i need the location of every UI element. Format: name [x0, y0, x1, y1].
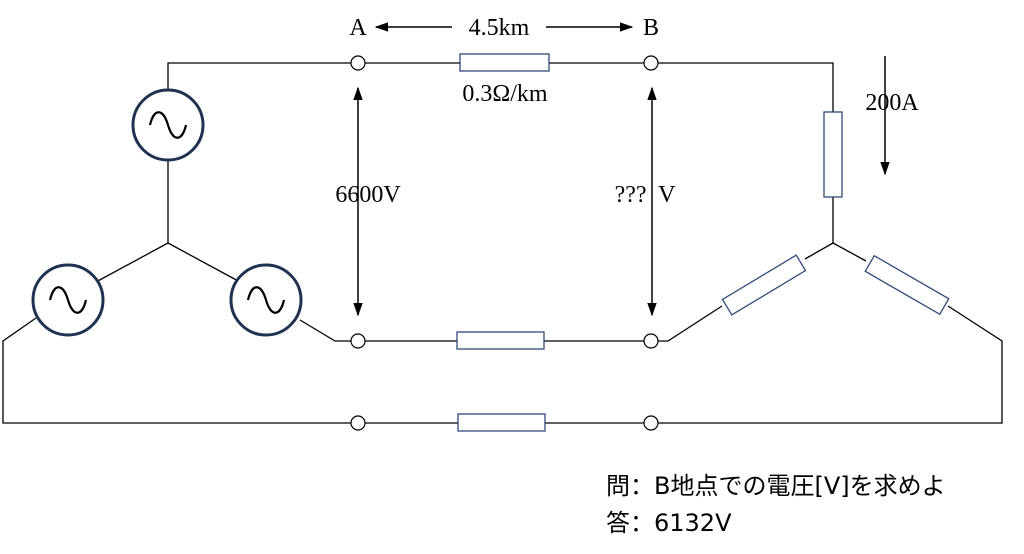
answer-text: 6132V	[654, 509, 732, 537]
question-text: B地点での電圧[V]を求めよ	[654, 472, 946, 500]
terminals	[350, 55, 659, 431]
load-resistor-right	[864, 254, 950, 316]
wire-top-line	[167, 62, 834, 160]
sine-wave-icon	[148, 111, 188, 139]
terminal-b-middle	[643, 333, 659, 349]
ac-source-top	[131, 88, 205, 162]
terminal-a-top	[350, 55, 366, 71]
sine-wave-icon	[246, 286, 286, 314]
point-b-label: B	[643, 15, 659, 41]
answer-prefix: 答：	[606, 509, 654, 537]
question-prefix: 問：	[606, 472, 654, 500]
ac-source-right	[229, 263, 303, 337]
terminal-a-middle	[350, 333, 366, 349]
wire-load-star-left	[804, 242, 834, 260]
terminal-a-bottom	[350, 415, 366, 431]
terminal-b-top	[643, 55, 659, 71]
line-resistor-bottom	[457, 413, 546, 432]
point-a-label: A	[349, 15, 367, 41]
line-resistor-middle	[456, 331, 545, 350]
wire-bottom-line	[2, 305, 1003, 424]
voltage-b-label: ??? V	[615, 182, 677, 208]
load-resistor-left	[721, 254, 807, 316]
load-resistor-vertical	[823, 111, 843, 198]
ac-source-left	[31, 263, 105, 337]
question-line: 問：B地点での電圧[V]を求めよ	[606, 472, 946, 500]
wire-source-star-right	[167, 242, 241, 283]
resistance-label: 0.3Ω/km	[462, 81, 548, 107]
current-label: 200A	[865, 90, 919, 116]
terminal-b-bottom	[643, 415, 659, 431]
sine-wave-icon	[48, 286, 88, 314]
wire-load-star-right	[832, 242, 867, 262]
line-resistor-top	[459, 53, 550, 72]
answer-line: 答：6132V	[606, 509, 732, 537]
distance-label: 4.5km	[469, 15, 530, 41]
wire-source-star-left	[95, 242, 169, 283]
voltage-a-label: 6600V	[335, 182, 401, 208]
